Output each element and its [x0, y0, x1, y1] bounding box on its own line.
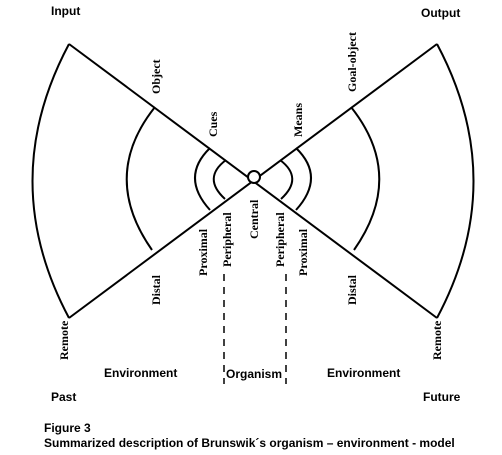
figure-caption: Summarized description of Brunswik´s org…: [44, 436, 455, 450]
left-peripheral-label: Peripheral: [220, 212, 234, 267]
input-label: Input: [51, 4, 80, 18]
object-label: Object: [149, 59, 163, 94]
organism-label: Organism: [226, 367, 282, 381]
right-distal-arc: [350, 106, 381, 251]
right-peripheral-arc: [279, 159, 294, 200]
left-proximal-arc: [194, 147, 211, 211]
past-label: Past: [51, 390, 76, 404]
environment-right-label: Environment: [327, 366, 400, 380]
goal-object-label: Goal-object: [345, 32, 359, 92]
right-distal-label: Distal: [345, 274, 359, 305]
left-remote-arc: [31, 43, 70, 319]
right-remote-arc: [436, 43, 475, 319]
central-label: Central: [247, 199, 261, 239]
right-peripheral-label: Peripheral: [273, 212, 287, 267]
figure-number: Figure 3: [44, 421, 91, 435]
cues-label: Cues: [206, 111, 220, 137]
left-peripheral-arc: [212, 159, 227, 200]
environment-left-label: Environment: [104, 366, 177, 380]
left-distal-label: Distal: [149, 274, 163, 305]
right-proximal-label: Proximal: [296, 228, 310, 276]
left-proximal-label: Proximal: [196, 228, 210, 276]
output-label: Output: [421, 6, 460, 20]
central-circle: [247, 170, 261, 184]
right-remote-label: Remote: [430, 320, 444, 360]
means-label: Means: [291, 103, 305, 137]
right-proximal-arc: [295, 147, 312, 211]
future-label: Future: [423, 390, 461, 404]
left-distal-arc: [125, 106, 156, 251]
left-remote-label: Remote: [57, 320, 71, 360]
